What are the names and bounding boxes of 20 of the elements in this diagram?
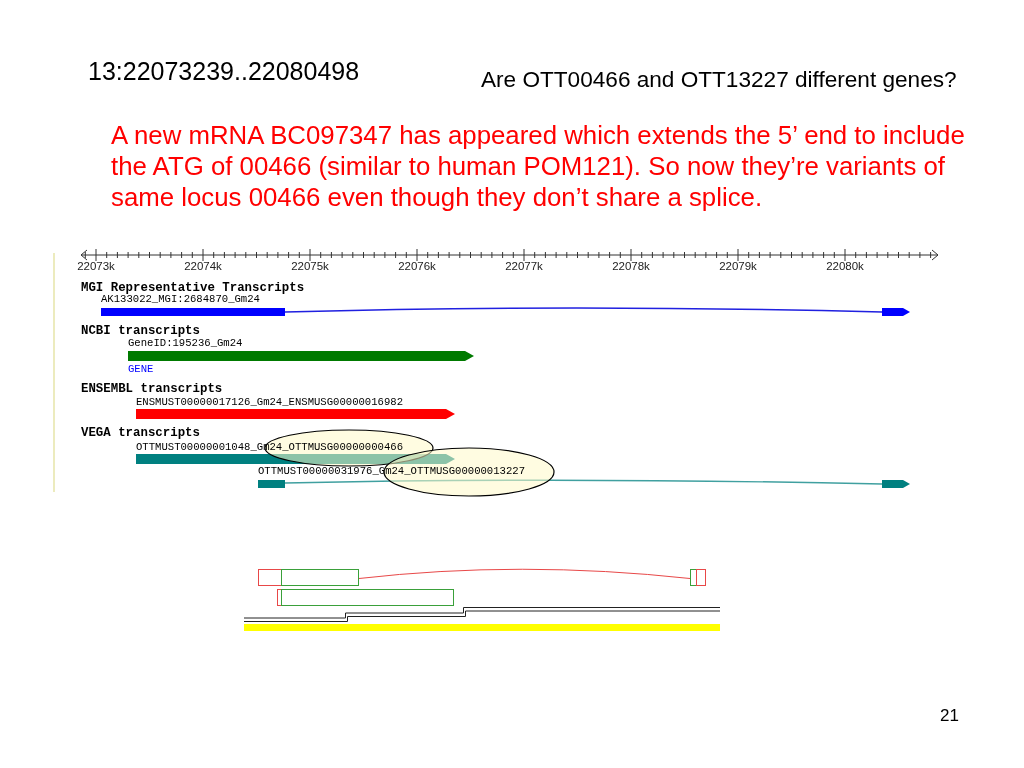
axis-tick-label: 22073k: [77, 260, 115, 273]
axis-tick-label: 22077k: [505, 260, 543, 273]
axis-tick-label: 22079k: [719, 260, 757, 273]
track-heading: NCBI transcripts: [81, 324, 200, 338]
page-number: 21: [940, 706, 959, 726]
track-heading: VEGA transcripts: [81, 426, 200, 440]
transcript-label: ENSMUST00000017126_Gm24_ENSMUSG00000016982: [136, 396, 403, 408]
gene-link: GENE: [128, 363, 154, 375]
axis-tick-label: 22076k: [398, 260, 436, 273]
axis-tick-label: 22075k: [291, 260, 329, 273]
slide-title: Are OTT00466 and OTT13227 different genes?: [481, 66, 957, 93]
track-heading: ENSEMBL transcripts: [81, 382, 223, 396]
track-heading: MGI Representative Transcripts: [81, 281, 305, 295]
genomic-coordinates: 13:22073239..22080498: [88, 56, 360, 86]
axis-tick-label: 22078k: [612, 260, 650, 273]
note-text: A new mRNA BC097347 has appeared which extends the 5’ end to include the ATG of 00466 (similar to human POM121). So now they’re variants of same locus 00466 even though they don’t share a splice.: [111, 120, 966, 213]
transcript-label: GeneID:195236_Gm24: [128, 337, 243, 349]
axis-tick-label: 22080k: [826, 260, 864, 273]
axis-tick-label: 22074k: [184, 260, 222, 273]
transcript-label: AK133022_MGI:2684870_Gm24: [101, 293, 260, 305]
